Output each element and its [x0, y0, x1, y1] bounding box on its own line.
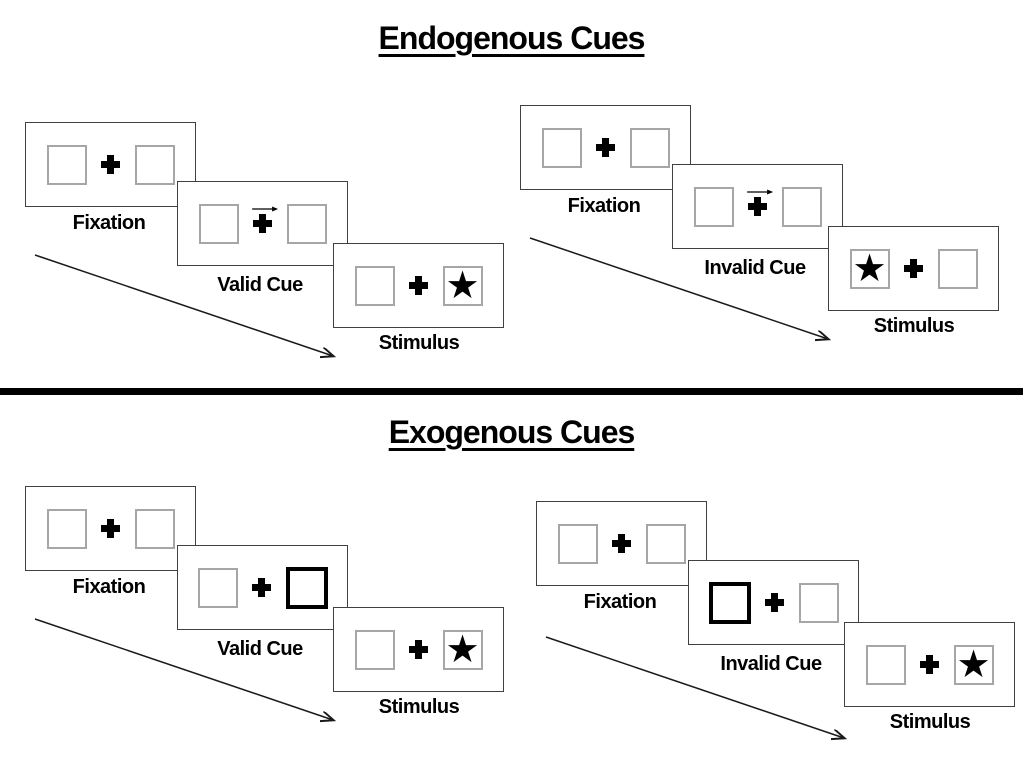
timeline-arrow-icon: [545, 636, 861, 755]
cue-card: [177, 181, 348, 266]
panel-endogenous-valid: Fixation Valid Cue ★ Stimulus: [25, 120, 540, 392]
fixation-label: Fixation: [567, 195, 641, 217]
center-cross: [408, 630, 430, 670]
fixation-label: Fixation: [583, 591, 657, 613]
right-box: [286, 203, 327, 244]
section-title-endogenous: Endogenous Cues: [378, 20, 646, 56]
plus-icon: [101, 519, 120, 538]
right-box: [645, 523, 686, 564]
fixation-card: [25, 486, 196, 571]
fixation-label: Fixation: [72, 576, 146, 598]
left-box: [198, 203, 239, 244]
plus-icon: [612, 534, 631, 553]
plus-icon: [596, 138, 615, 157]
left-box: ★: [849, 245, 890, 290]
right-box: ★: [953, 641, 994, 686]
cue-label: Invalid Cue: [704, 257, 806, 279]
left-box: [46, 508, 87, 549]
plus-icon: [101, 155, 120, 174]
right-box: [629, 127, 670, 168]
plus-icon: [748, 197, 767, 216]
section-divider: [0, 388, 1023, 395]
stimulus-card: ★: [828, 226, 999, 311]
stimulus-label: Stimulus: [889, 711, 971, 733]
timeline-arrow-icon: [34, 254, 350, 376]
center-cross: [611, 524, 633, 564]
left-box: [354, 265, 395, 306]
left-box: [197, 567, 238, 608]
left-box: [693, 186, 734, 227]
center-cross: [251, 204, 278, 244]
stimulus-label: Stimulus: [378, 332, 460, 354]
left-box: [557, 523, 598, 564]
right-box: [937, 248, 978, 289]
timeline-arrow-icon: [34, 618, 350, 740]
center-cross: [408, 266, 430, 306]
stimulus-card: ★: [333, 607, 504, 692]
left-box: [865, 644, 906, 685]
plus-icon: [252, 578, 271, 597]
star-icon: ★: [445, 626, 480, 671]
fixation-label: Fixation: [72, 212, 146, 234]
center-cross: [919, 645, 941, 685]
cue-label: Valid Cue: [217, 638, 303, 660]
cue-label: Invalid Cue: [720, 653, 822, 675]
center-cross: [251, 568, 273, 608]
left-box-highlighted: [708, 581, 751, 624]
center-cross: [903, 249, 925, 289]
center-cross: [100, 509, 122, 549]
center-cross: [764, 583, 786, 623]
right-box: [134, 144, 175, 185]
fixation-card: [520, 105, 691, 190]
cue-direction-arrow-icon: [251, 206, 278, 211]
star-icon: ★: [445, 262, 480, 307]
section-title-exogenous: Exogenous Cues: [388, 414, 636, 450]
center-cross: [746, 187, 773, 227]
center-cross: [100, 145, 122, 185]
plus-icon: [904, 259, 923, 278]
right-box: ★: [442, 262, 483, 307]
timeline-arrow-icon: [529, 237, 845, 359]
left-box: [46, 144, 87, 185]
plus-icon: [409, 640, 428, 659]
left-box: [541, 127, 582, 168]
left-box: [354, 629, 395, 670]
plus-icon: [920, 655, 939, 674]
plus-icon: [253, 214, 272, 233]
right-box-highlighted: [285, 566, 328, 609]
cue-card: [672, 164, 843, 249]
stimulus-card: ★: [333, 243, 504, 328]
cue-card: [177, 545, 348, 630]
plus-icon: [409, 276, 428, 295]
right-box: [781, 186, 822, 227]
right-box: [798, 582, 839, 623]
right-box: [134, 508, 175, 549]
star-icon: ★: [852, 245, 887, 290]
panel-endogenous-invalid: Fixation Invalid Cue ★ Stimulus: [520, 103, 1023, 375]
cue-direction-arrow-icon: [746, 189, 773, 194]
panel-exogenous-invalid: Fixation Invalid Cue ★ Stimulus: [536, 499, 1023, 767]
cue-label: Valid Cue: [217, 274, 303, 296]
right-box: ★: [442, 626, 483, 671]
panel-exogenous-valid: Fixation Valid Cue ★ Stimulus: [25, 484, 540, 756]
stimulus-label: Stimulus: [378, 696, 460, 718]
fixation-card: [25, 122, 196, 207]
center-cross: [595, 128, 617, 168]
star-icon: ★: [956, 641, 991, 686]
fixation-card: [536, 501, 707, 586]
cue-card: [688, 560, 859, 645]
stimulus-label: Stimulus: [873, 315, 955, 337]
plus-icon: [765, 593, 784, 612]
stimulus-card: ★: [844, 622, 1015, 707]
